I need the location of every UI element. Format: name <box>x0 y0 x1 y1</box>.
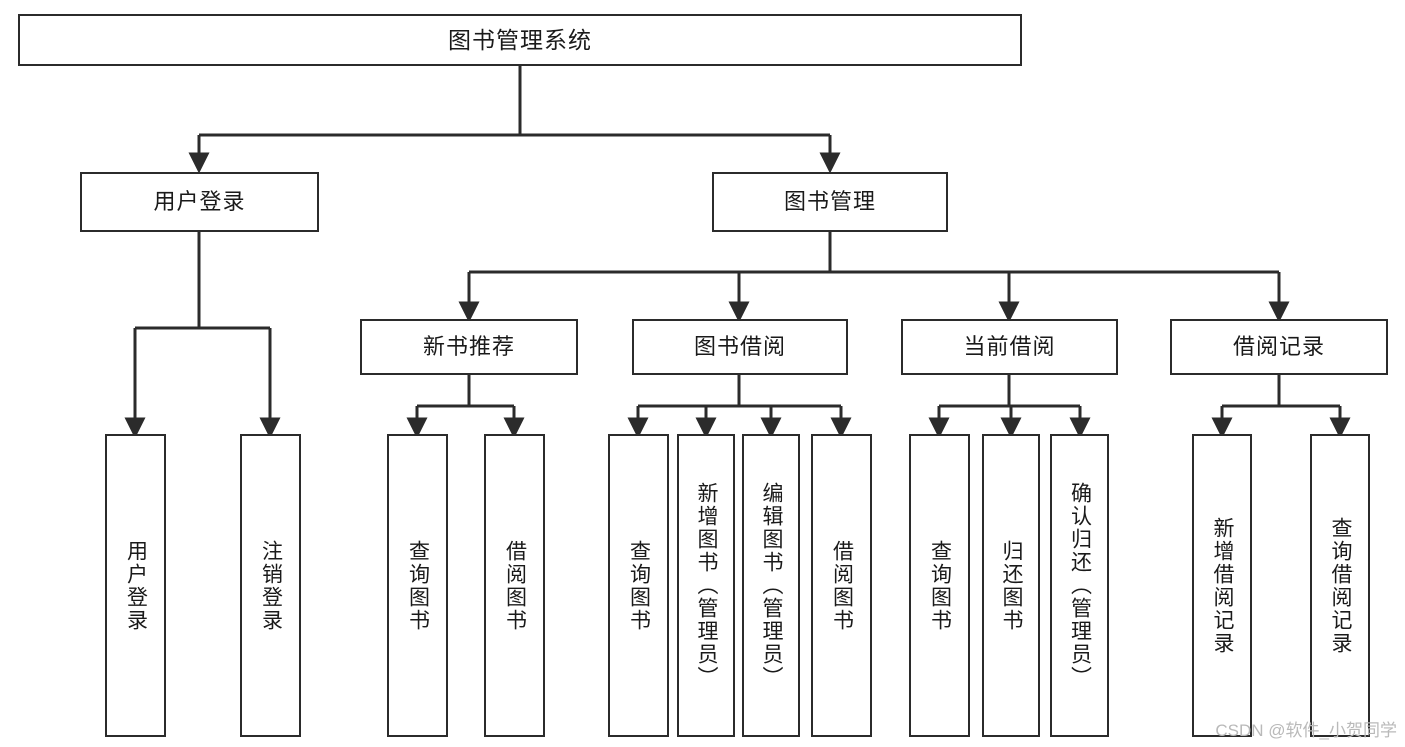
leaf-return-book-label: 归还图书 <box>1000 539 1024 632</box>
node-borrow-record[interactable]: 借阅记录 <box>1170 319 1388 375</box>
node-borrow-record-label: 借阅记录 <box>1232 333 1325 359</box>
leaf-query-book-c[interactable]: 查询图书 <box>909 434 970 737</box>
leaf-add-record[interactable]: 新增借阅记录 <box>1192 434 1252 737</box>
node-book-management[interactable]: 图书管理 <box>712 172 948 232</box>
leaf-query-book-b-label: 查询图书 <box>627 539 651 632</box>
leaf-confirm-return[interactable]: 确认归还（管理员） <box>1050 434 1109 737</box>
leaf-query-book-c-label: 查询图书 <box>928 539 952 632</box>
leaf-add-book-label: 新增图书（管理员） <box>695 482 719 689</box>
leaf-add-book[interactable]: 新增图书（管理员） <box>677 434 735 737</box>
leaf-confirm-return-label: 确认归还（管理员） <box>1068 482 1092 689</box>
node-current-borrow-label: 当前借阅 <box>963 333 1056 359</box>
leaf-query-book-a[interactable]: 查询图书 <box>387 434 448 737</box>
node-book-management-label: 图书管理 <box>783 188 876 214</box>
leaf-query-book-b[interactable]: 查询图书 <box>608 434 669 737</box>
leaf-query-record[interactable]: 查询借阅记录 <box>1310 434 1370 737</box>
leaf-borrow-book-b-label: 借阅图书 <box>830 539 854 632</box>
leaf-logout-label: 注销登录 <box>259 539 283 632</box>
node-current-borrow[interactable]: 当前借阅 <box>901 319 1118 375</box>
node-book-borrow-label: 图书借阅 <box>693 333 786 359</box>
leaf-user-login-label: 用户登录 <box>124 539 148 632</box>
node-user-login[interactable]: 用户登录 <box>80 172 319 232</box>
leaf-borrow-book-a[interactable]: 借阅图书 <box>484 434 545 737</box>
leaf-user-login[interactable]: 用户登录 <box>105 434 166 737</box>
node-new-book-recommend-label: 新书推荐 <box>422 333 515 359</box>
node-root[interactable]: 图书管理系统 <box>18 14 1022 66</box>
leaf-return-book[interactable]: 归还图书 <box>982 434 1040 737</box>
watermark: CSDN @软件_小贺同学 <box>1215 721 1397 740</box>
leaf-query-record-label: 查询借阅记录 <box>1329 516 1353 655</box>
leaf-add-record-label: 新增借阅记录 <box>1211 516 1235 655</box>
leaf-borrow-book-b[interactable]: 借阅图书 <box>811 434 872 737</box>
node-user-login-label: 用户登录 <box>153 188 246 214</box>
leaf-query-book-a-label: 查询图书 <box>406 539 430 632</box>
node-root-label: 图书管理系统 <box>448 26 592 53</box>
leaf-borrow-book-a-label: 借阅图书 <box>503 539 527 632</box>
leaf-logout[interactable]: 注销登录 <box>240 434 301 737</box>
leaf-edit-book-label: 编辑图书（管理员） <box>760 482 784 689</box>
leaf-edit-book[interactable]: 编辑图书（管理员） <box>742 434 800 737</box>
node-new-book-recommend[interactable]: 新书推荐 <box>360 319 578 375</box>
node-book-borrow[interactable]: 图书借阅 <box>632 319 848 375</box>
